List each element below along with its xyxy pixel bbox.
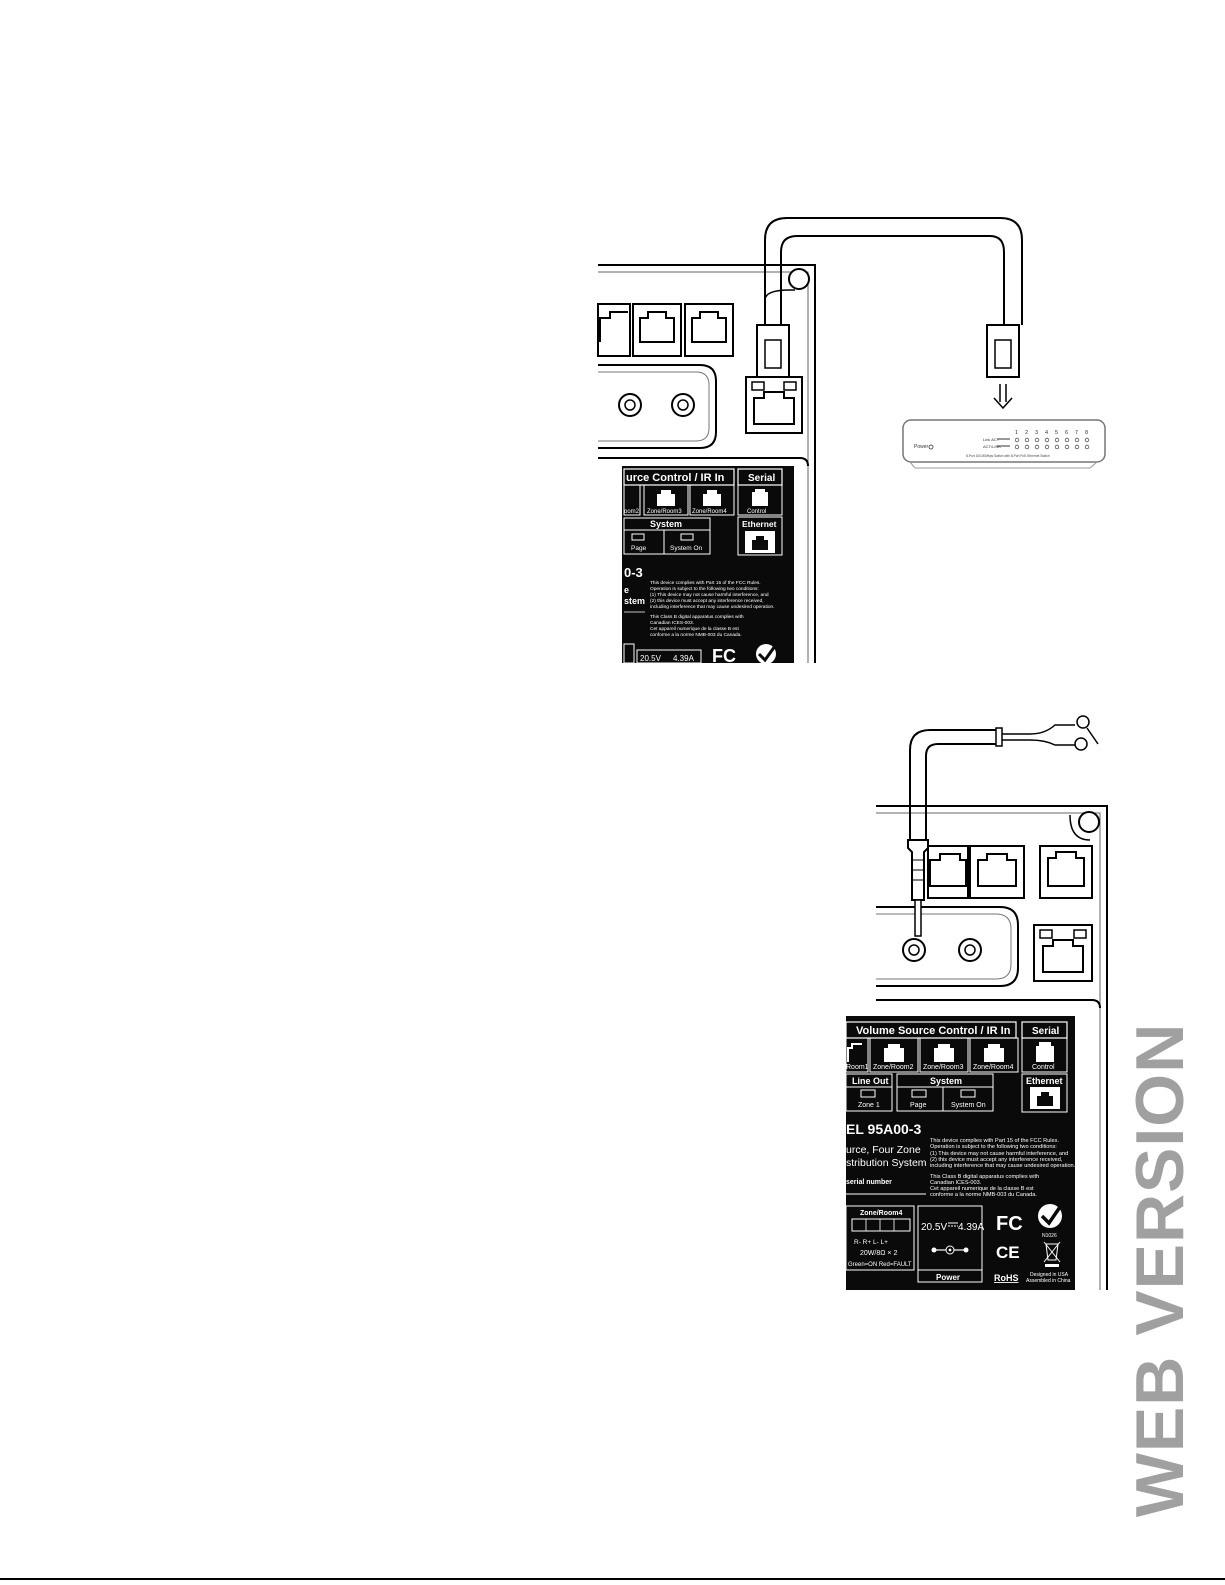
bottom-port-label: Zone/Room2 [873,1064,914,1071]
bottom-canada-text: conforme a la norme NMB-003 du Canada. [930,1192,1037,1198]
terminal-ring-icon [1076,715,1090,729]
top-fcc-logo: FC [712,646,736,666]
line-out-zone: Zone 1 [858,1102,880,1109]
bottom-current: 4.39A [958,1222,984,1233]
top-system-title: System [650,519,682,529]
ethernet-cable [756,217,1023,410]
switch-caption: 8-Port 10/100Mbps Switch with 8-Port PoE… [966,454,1050,458]
bottom-fcc-text: including interference that may cause un… [930,1163,1076,1169]
bottom-canada-text: Canadian ICES-003. [930,1180,982,1186]
switch-port-number: 2 [1025,430,1028,436]
rohs-mark: RoHS [994,1273,1019,1283]
top-port-label: Zone/Room3 [647,509,682,515]
top-model: 0-3 [624,565,643,580]
bottom-system-title: System [930,1076,962,1086]
dc-polarity-icon [931,1245,969,1255]
bottom-canada-text: Cet appareil numerique de la classe B es… [930,1186,1034,1192]
top-port-label: oom2 [624,509,640,515]
switch-row1-label: Link ACT [983,437,1000,442]
down-arrow-icon [993,384,1013,410]
switch-port-number: 8 [1085,430,1088,436]
compliance-code: N1026 [1042,1233,1057,1239]
bottom-fcc-logo: FC [996,1213,1023,1235]
bottom-model-line2: urce, Four Zone [846,1144,921,1156]
terminal-labels: R- R+ L- L+ [854,1239,888,1246]
top-serial-control: Control [747,509,766,515]
bottom-system-on: System On [951,1102,986,1109]
switch-port-number: 1 [1015,430,1018,436]
switch-port-number: 3 [1035,430,1038,436]
switch-leds [1014,437,1090,450]
bottom-fcc-text: This device complies with Part 15 of the… [930,1138,1059,1144]
bottom-label-content: Volume Source Control / IR In Serial Roo… [845,1021,1076,1284]
mounting-screw [788,268,810,290]
top-device-figure: urce Control / IR In Serial oom2 Zone/Ro… [597,217,1106,666]
bottom-port-label: Room1 [846,1064,869,1071]
mounting-screw [1078,811,1100,833]
switch-port-number: 5 [1055,430,1058,436]
bottom-ethernet-label: Ethernet [1026,1076,1063,1086]
bottom-serial-number: serial number [846,1179,892,1186]
switch-port-number: 4 [1045,430,1048,436]
bottom-fcc-text: (1) This device may not cause harmful in… [930,1151,1068,1157]
top-canada-text: Canadian ICES-003. [650,620,694,626]
ce-mark: CE [996,1243,1020,1262]
top-system-page: Page [631,545,647,552]
bottom-power-label: Power [936,1273,960,1282]
top-fcc-text: including interference that may cause un… [650,604,775,610]
designed-in: Designed in USA [1030,1272,1069,1278]
top-system-on: System On [670,545,703,552]
top-fcc-text: (1) This device may not cause harmful in… [650,592,769,598]
footer-rule [0,1578,1225,1580]
top-canada-text: This Class B digital apparatus complies … [650,614,744,620]
top-canada-text: Cet appareil numerique de la classe B es… [650,626,739,632]
switch-port-number: 7 [1075,430,1078,436]
switch-power-label: Power [914,444,929,450]
switch-row2-label: ACT/LINK [983,444,1001,449]
power-led-icon [928,444,934,450]
top-model-line3: stem [624,596,645,606]
bottom-model: EL 95A00-3 [846,1121,921,1137]
status-led-legend: Green=ON Red=FAULT [848,1262,912,1268]
bottom-system-page: Page [910,1102,926,1109]
top-jack-row [597,303,734,357]
top-header-serial: Serial [748,473,775,484]
top-ethernet-label: Ethernet [742,519,777,529]
speaker-terminal-block [851,1218,911,1232]
trigger-cable [907,715,1099,937]
network-switch: Power Link ACT ACT/LINK 1 2 3 4 5 6 7 8 [902,419,1106,469]
line-out-title: Line Out [852,1076,889,1086]
bottom-fcc-text: Operation is subject to the following tw… [930,1144,1057,1150]
bottom-header-left: Volume Source Control / IR In [856,1025,1011,1037]
top-port-label: Zone/Room4 [692,509,727,515]
c-tick-logo [756,644,776,664]
top-model-line2: e [624,585,629,595]
watermark-text: WEB VERSION [1122,1022,1198,1518]
amp-rating: 20W/8Ω × 2 [860,1250,897,1257]
top-canada-text: conforme a la norme NMB-003 du Canada. [650,632,742,638]
top-header-left: urce Control / IR In [626,472,725,484]
bottom-device-figure: Volume Source Control / IR In Serial Roo… [845,715,1108,1290]
bottom-canada-text: This Class B digital apparatus complies … [930,1174,1039,1180]
switch-port-number: 6 [1065,430,1068,436]
zone-block-title: Zone/Room4 [860,1210,902,1217]
bottom-port-label: Zone/Room3 [923,1064,964,1071]
watermark: WEB VERSION [1100,1023,1220,1518]
bottom-voltage: 20.5V [921,1222,947,1233]
top-fcc-text: (2) this device must accept any interfer… [650,598,764,604]
top-voltage: 20.5V [640,654,662,663]
top-fcc-text: This device complies with Part 15 of the… [650,580,761,586]
bottom-port-label: Zone/Room4 [973,1064,1014,1071]
assembled-in: Assembled in China [1026,1278,1071,1284]
top-label-content: urce Control / IR In Serial oom2 Zone/Ro… [623,468,783,666]
bottom-model-line3: stribution System [846,1157,927,1169]
bottom-fcc-text: (2) this device must accept any interfer… [930,1157,1063,1163]
weee-bin-icon [1043,1241,1061,1267]
top-fcc-text: Operation is subject to the following tw… [650,586,759,592]
top-current: 4.39A [673,654,695,663]
bottom-header-serial: Serial [1032,1026,1059,1037]
terminal-ring-icon [1074,737,1088,751]
bottom-serial-control: Control [1032,1064,1055,1071]
